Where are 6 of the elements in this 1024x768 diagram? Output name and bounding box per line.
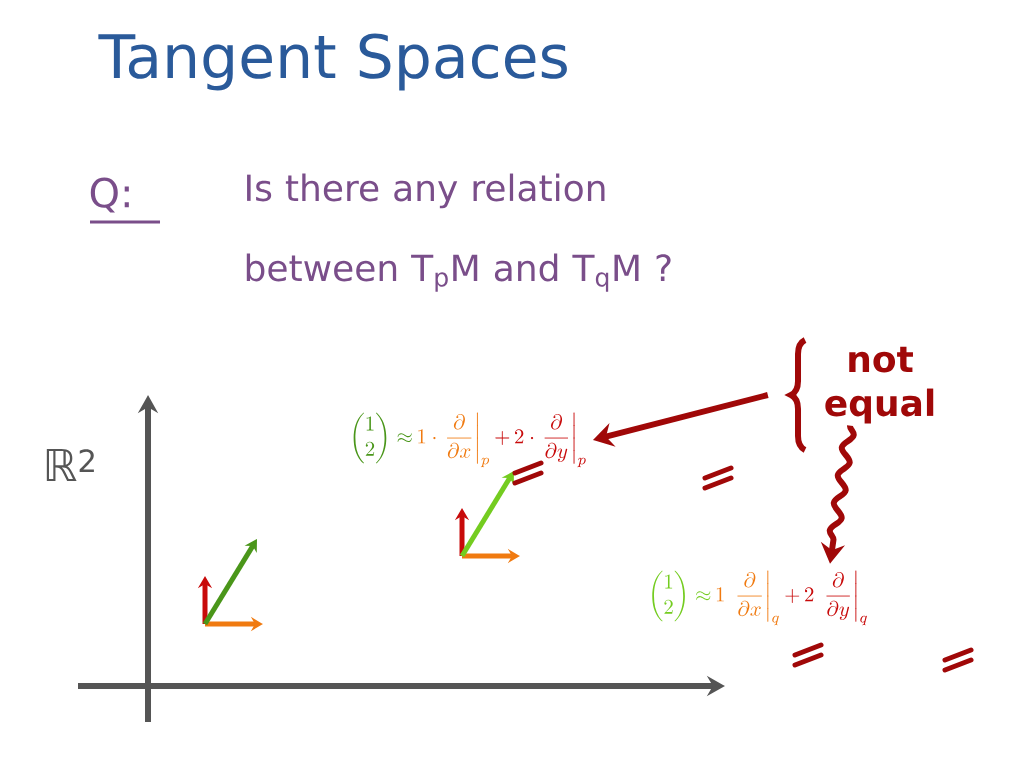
space-label: ℝ$^{2}$	[46, 448, 94, 482]
formula: $\begin{pmatrix}1\\2\end{pmatrix}\approx$ $1\,\left.\frac{\partial}{\partial x}\right|_{q}$ $+\,2\,\left.\frac{\partial}{\partial y}\right|_{q}$	[652, 570, 867, 626]
formula: $\begin{pmatrix}1\\2\end{pmatrix}\approx$ $1\cdot\left.\frac{\partial}{\partial x}\right|_{p}$ $+\,2\cdot\left.\frac{\partial}{\partial y}\right|_{p}$	[353, 412, 586, 468]
question-label: Q:	[90, 177, 129, 213]
question-text: Is there any relation between T$_{p}$M and T$_{q}$M ?	[246, 173, 671, 292]
title: Tangent Spaces	[98, 33, 567, 91]
